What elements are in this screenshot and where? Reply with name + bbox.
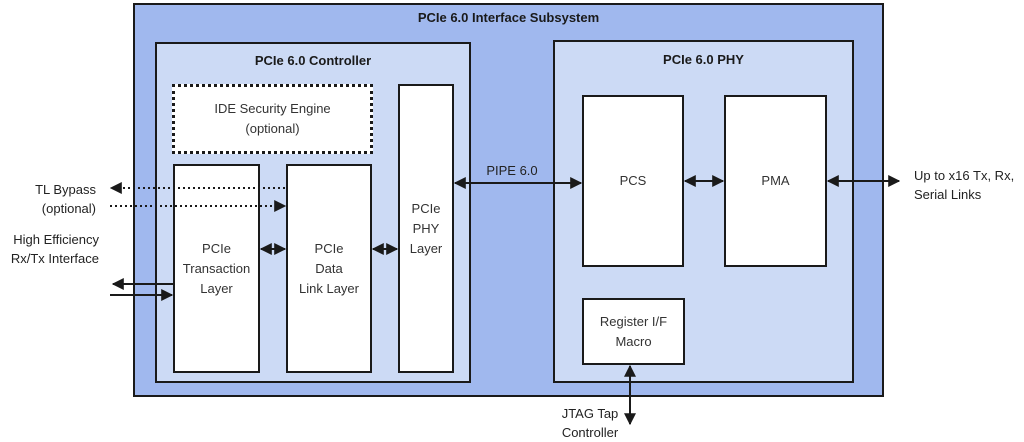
subsystem-title: PCIe 6.0 Interface Subsystem: [417, 10, 600, 25]
phy-title: PCIe 6.0 PHY: [663, 52, 744, 67]
data-link-layer-block: PCIe Data Link Layer: [286, 164, 372, 373]
register-if-macro-block: Register I/F Macro: [582, 298, 685, 365]
pma-block: PMA: [724, 95, 827, 267]
ide-security-engine-block: IDE Security Engine (optional): [172, 84, 373, 154]
tl-bypass-label: TL Bypass (optional): [35, 182, 96, 216]
jtag-label: JTAG Tap Controller: [561, 406, 619, 440]
pcs-block: PCS: [582, 95, 684, 267]
pipe-label: PIPE 6.0: [486, 163, 538, 178]
transaction-layer-block: PCIe Transaction Layer: [173, 164, 260, 373]
serial-links-label: Up to x16 Tx, Rx, Serial Links: [914, 168, 1015, 202]
high-efficiency-label: High Efficiency Rx/Tx Interface: [10, 232, 99, 266]
controller-title: PCIe 6.0 Controller: [254, 53, 372, 68]
phy-layer-block: PCIe PHY Layer: [398, 84, 454, 373]
